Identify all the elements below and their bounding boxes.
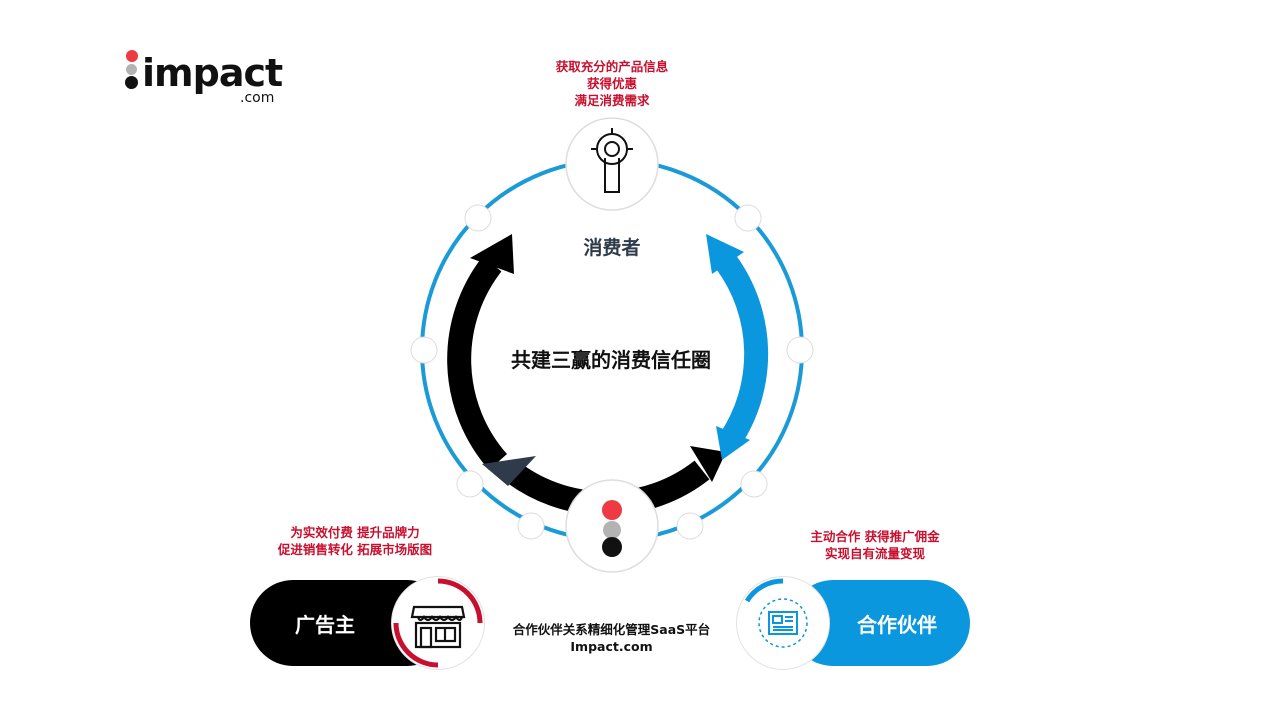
partner-icon-circle bbox=[737, 577, 829, 669]
dot-black bbox=[602, 537, 622, 557]
storefront-icon bbox=[393, 578, 483, 668]
platform-caption: 合作伙伴关系精细化管理SaaS平台 Impact.com bbox=[480, 621, 743, 655]
navy-arrowhead bbox=[482, 456, 536, 486]
blue-arrow-bottom-head bbox=[716, 426, 750, 460]
consumer-benefits: 获取充分的产品信息 获得优惠 满足消费需求 bbox=[530, 58, 694, 109]
logo-domain: .com bbox=[240, 90, 275, 106]
advertiser-icon-circle bbox=[392, 577, 484, 669]
black-arrow-left-head bbox=[470, 234, 514, 274]
logo-wordmark: impact bbox=[142, 51, 283, 95]
advertiser-benefit-1: 为实效付费 提升品牌力 bbox=[290, 525, 420, 540]
center-title: 共建三赢的消费信任圈 bbox=[511, 348, 711, 372]
blue-arrow-right-head bbox=[706, 234, 744, 274]
consumer-benefit-2: 获得优惠 bbox=[586, 76, 637, 91]
impact-logo: impact .com bbox=[122, 48, 292, 110]
newspaper-icon bbox=[744, 578, 808, 648]
target-person-icon bbox=[591, 128, 633, 193]
partner-benefit-1: 主动合作 获得推广佣金 bbox=[810, 529, 940, 544]
dot-red bbox=[602, 500, 622, 520]
partner-benefit-2: 实现自有流量变现 bbox=[824, 546, 925, 561]
platform-line-1: 合作伙伴关系精细化管理SaaS平台 bbox=[512, 622, 711, 637]
dot-grey bbox=[603, 521, 621, 539]
partner-benefits: 主动合作 获得推广佣金 实现自有流量变现 bbox=[790, 528, 960, 562]
consumer-benefit-1: 获取充分的产品信息 bbox=[555, 59, 669, 74]
advertiser-benefit-2: 促进销售转化 拓展市场版图 bbox=[277, 542, 433, 557]
logo-dot-grey bbox=[126, 64, 137, 75]
partner-label: 合作伙伴 bbox=[857, 612, 937, 637]
logo-dot-red bbox=[126, 50, 138, 62]
advertiser-label: 广告主 bbox=[295, 612, 355, 637]
blue-arrow-right bbox=[716, 254, 769, 447]
logo-dot-black bbox=[125, 76, 138, 89]
platform-line-2: Impact.com bbox=[570, 639, 653, 654]
ring-nodes bbox=[410, 204, 814, 540]
advertiser-benefits: 为实效付费 提升品牌力 促进销售转化 拓展市场版图 bbox=[254, 524, 456, 558]
black-arrow-bottom-head bbox=[690, 446, 726, 482]
black-arrow-left bbox=[447, 256, 508, 470]
consumer-benefit-3: 满足消费需求 bbox=[574, 93, 650, 108]
consumer-label: 消费者 bbox=[583, 237, 641, 259]
